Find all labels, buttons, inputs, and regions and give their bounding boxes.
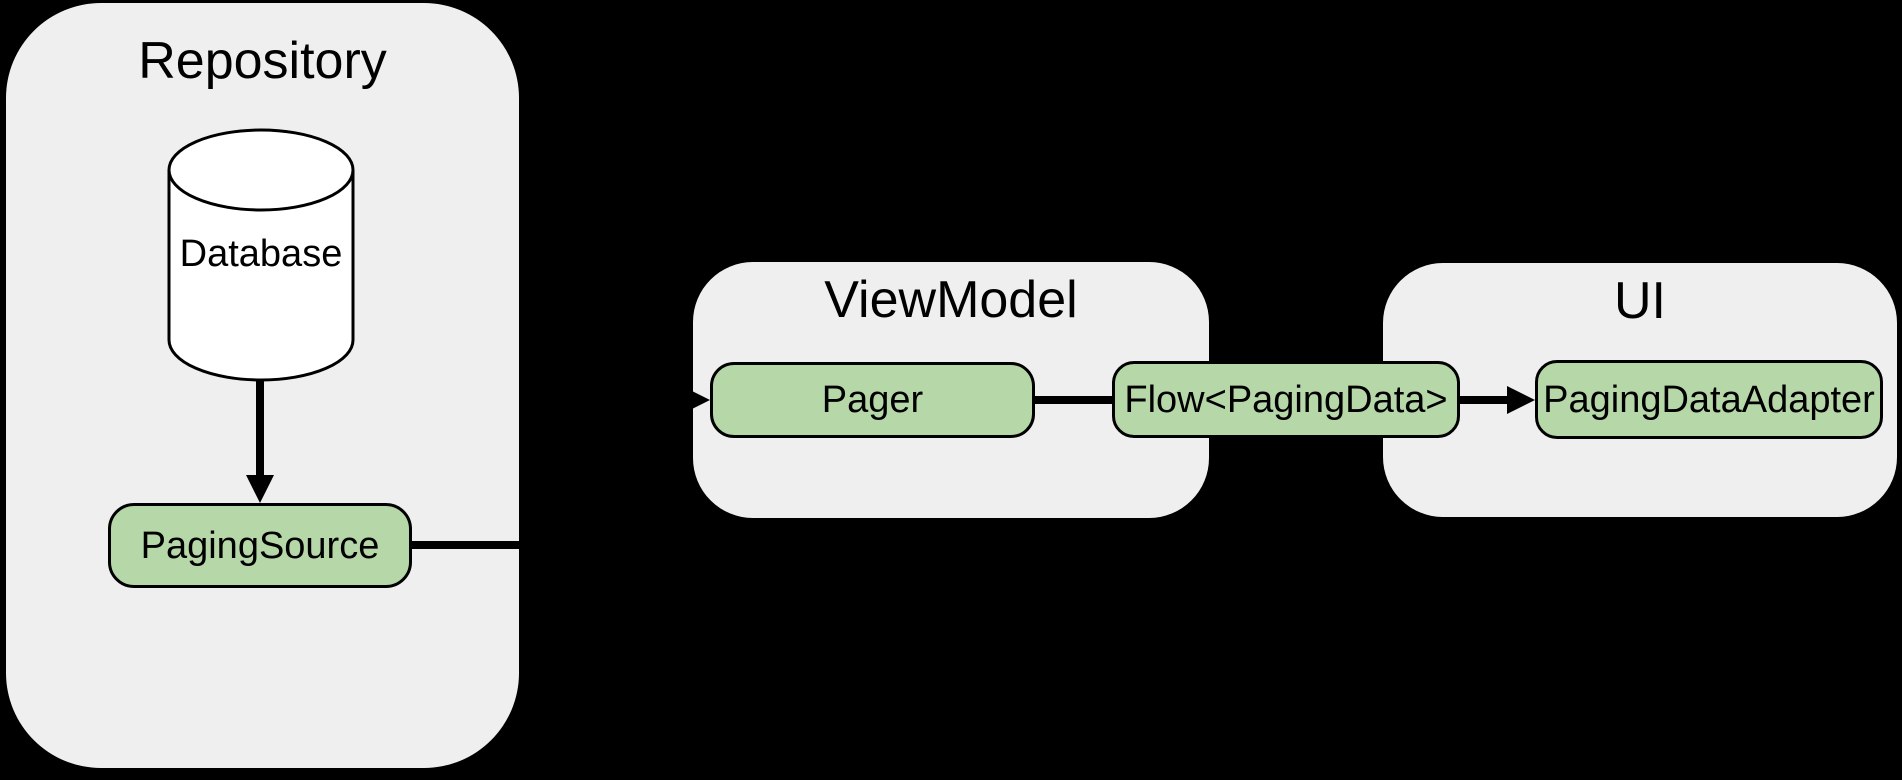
node-flow-pagingdata-label: Flow<PagingData> [1124, 378, 1448, 421]
panel-viewmodel-title: ViewModel [824, 271, 1078, 329]
node-flow-pagingdata: Flow<PagingData> [1112, 361, 1460, 438]
database-label: Database [179, 233, 343, 275]
node-paging-data-adapter-label: PagingDataAdapter [1543, 378, 1875, 421]
node-paging-source-label: PagingSource [140, 524, 380, 567]
panel-repository-title: Repository [138, 32, 387, 90]
panel-ui-title: UI [1614, 272, 1666, 330]
node-pager-label: Pager [821, 379, 924, 421]
panel-repository: Repository [6, 3, 519, 768]
node-pager: Pager [710, 362, 1035, 438]
node-paging-data-adapter: PagingDataAdapter [1535, 360, 1883, 439]
node-paging-source: PagingSource [108, 503, 412, 588]
